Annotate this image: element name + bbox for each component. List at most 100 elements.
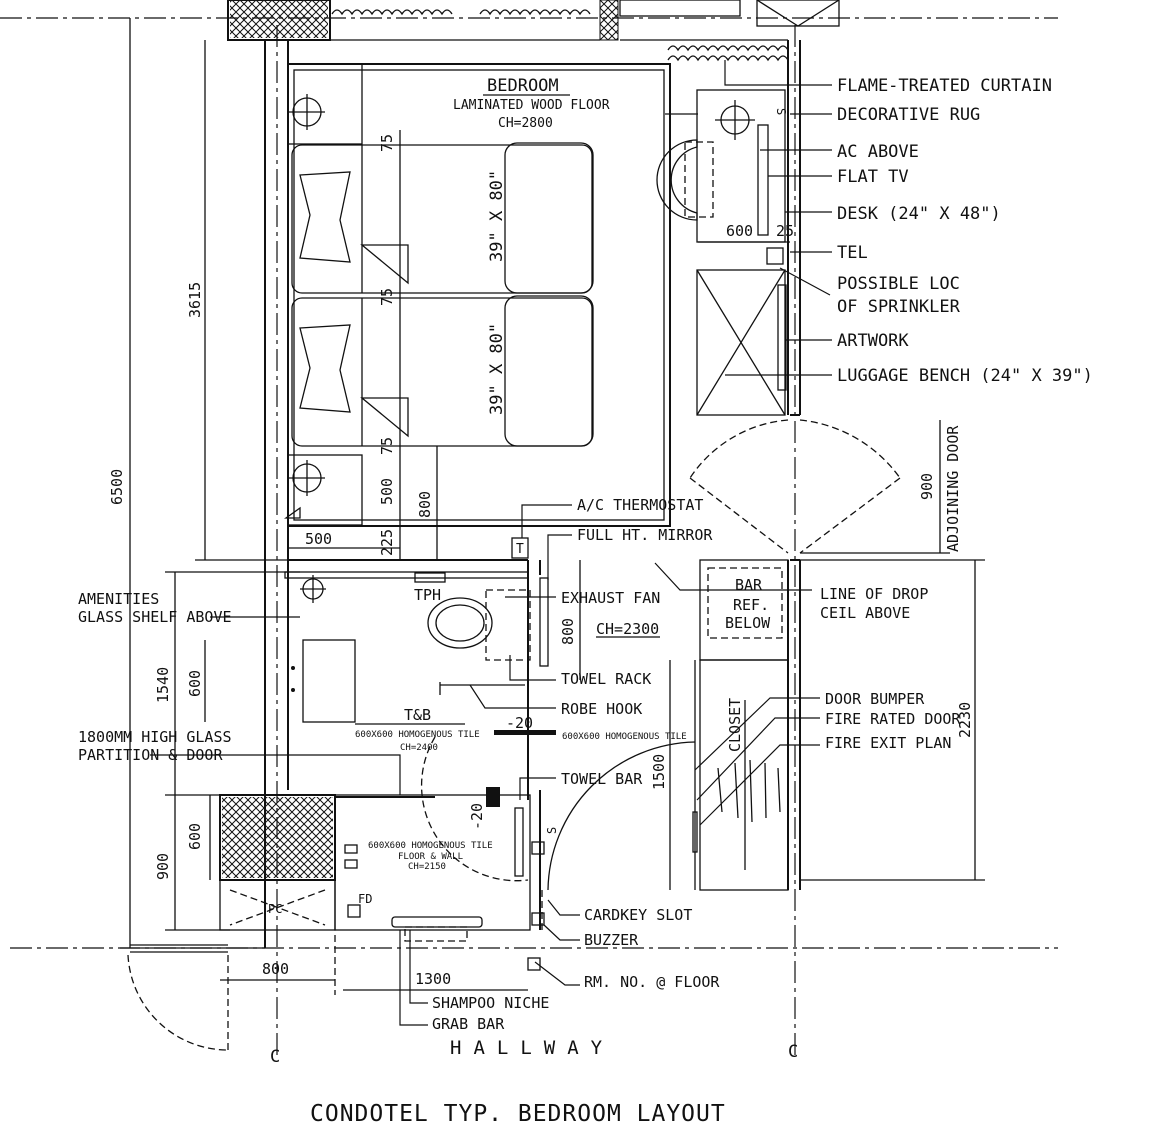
label-desk: DESK (24" X 48") [837,204,1001,224]
artwork [777,284,787,391]
dim-1540: 1540 [154,667,172,703]
vanity-sink [302,639,356,723]
dim-2230: 2230 [956,702,974,738]
shower-ceiling-height: CH=2150 [408,862,446,872]
bath-tile-note: 600X600 HOMOGENOUS TILE [355,730,480,740]
dim-600-shower: 600 [186,823,204,850]
pc-label: PC [268,902,282,916]
dim-600-desk: 600 [726,222,753,240]
label-cardkey-slot: CARDKEY SLOT [584,906,692,924]
label-artwork: ARTWORK [837,331,909,351]
label-ac-thermostat: A/C THERMOSTAT [577,496,703,514]
adjoining-door [689,419,901,554]
bar-label: BAR [735,576,763,594]
dim-800-vertical: 800 [416,491,434,518]
dim-3615: 3615 [186,282,204,318]
bed-2-size: 39" X 80" [487,323,507,415]
drawing-title: CONDOTEL TYP. BEDROOM LAYOUT [310,1101,726,1127]
label-tel: TEL [837,243,868,263]
svg-text:C: C [270,1047,280,1067]
label-grab-bar: GRAB BAR [432,1015,505,1033]
label-ac-above: AC ABOVE [837,142,919,162]
label-line-of-drop: LINE OF DROP [820,585,928,603]
annotations-center: A/C THERMOSTAT FULL HT. MIRROR EXHAUST F… [414,496,720,1033]
dim-25: 25 [776,222,794,240]
dim-1300: 1300 [415,970,451,988]
dim-225: 225 [378,529,396,556]
bed-1: 39" X 80" [291,142,594,294]
label-rm-no-floor: RM. NO. @ FLOOR [584,973,720,991]
corridor-tile-note: 600X600 HOMOGENOUS TILE [562,732,687,742]
bedroom-area: BEDROOM LAMINATED WOOD FLOOR CH=2800 39"… [283,63,788,527]
svg-text:S: S [774,108,788,115]
label-glass-shelf-above: GLASS SHELF ABOVE [78,608,232,626]
dim-minus-20-a: -20 [506,714,533,732]
s-label: S [545,827,559,834]
bathroom-area: T PC FD 600X600 HOMOGENOUS TILE FLOOR & … [219,537,687,971]
annotations-left: AMENITIES GLASS SHELF ABOVE 1800MM HIGH … [78,590,232,764]
dim-6500: 6500 [108,469,126,505]
dim-75-c: 75 [378,437,396,455]
svg-text:C: C [788,1042,798,1062]
bedroom-ceiling-height: CH=2800 [498,116,553,131]
dim-75-a: 75 [378,134,396,152]
label-full-ht-mirror: FULL HT. MIRROR [577,526,713,544]
bed-1-size: 39" X 80" [487,170,507,262]
label-towel-rack: TOWEL RACK [561,670,651,688]
desk [696,89,786,243]
flat-tv [757,124,769,236]
full-height-mirror [539,577,549,667]
dim-minus-20-b: -20 [468,803,486,830]
dimension-texts: 6500 3615 75 75 75 500 800 500 225 600 2… [108,134,974,988]
label-flame-treated-curtain: FLAME-TREATED CURTAIN [837,76,1052,96]
nightstand-top [287,63,363,145]
label-partition-door: PARTITION & DOOR [78,746,223,764]
label-tph: TPH [414,586,441,604]
dim-900-shower: 900 [154,853,172,880]
bath-ceiling-height: CH=2400 [400,743,438,753]
bar-closet-area: BAR REF. BELOW CLOSET [541,559,789,930]
hallway-label: HALLWAY [450,1037,614,1059]
label-buzzer: BUZZER [584,931,639,949]
bath-title: T&B [404,706,431,724]
dim-500-horizontal: 500 [305,530,332,548]
floor-drain-label: FD [358,892,372,906]
label-adjoining-door: ADJOINING DOOR [944,425,962,552]
grid-bubbles: C C [270,1042,798,1067]
dim-900-door: 900 [918,473,936,500]
dimension-lines [120,18,985,991]
label-flat-tv: FLAT TV [837,167,909,187]
label-decorative-rug: DECORATIVE RUG [837,105,980,125]
label-amenities: AMENITIES [78,590,159,608]
bedroom-floor-note: LAMINATED WOOD FLOOR [453,98,610,113]
leader-lines [150,60,832,1026]
dim-1500: 1500 [650,754,668,790]
label-door-bumper: DOOR BUMPER [825,690,925,708]
bed-2: 39" X 80" [291,295,594,447]
exterior-walls [227,0,840,948]
dim-600-sink: 600 [186,670,204,697]
dim-800-shower: 800 [262,960,289,978]
luggage-bench [696,269,786,416]
annotations-right: FLAME-TREATED CURTAIN DECORATIVE RUG AC … [820,76,1093,752]
label-towel-bar: TOWEL BAR [561,770,643,788]
dim-800-mirror: 800 [559,618,577,645]
dim-75-b: 75 [378,288,396,306]
entry-swing [127,935,336,1051]
label-exhaust-fan: EXHAUST FAN [561,589,660,607]
ref-label: REF. [733,596,769,614]
grab-bar [391,916,483,928]
label-ceil-above: CEIL ABOVE [820,604,910,622]
label-shampoo-niche: SHAMPOO NICHE [432,994,549,1012]
shower-tile-note-2: FLOOR & WALL [398,852,463,862]
label-possible-loc: POSSIBLE LOC [837,274,960,294]
ceiling-height-2300: CH=2300 [596,620,659,638]
dim-500-vertical: 500 [378,478,396,505]
bedroom-title: BEDROOM [487,76,559,96]
nightstand-bottom [287,454,363,526]
closet-label: CLOSET [726,698,744,752]
label-luggage-bench: LUGGAGE BENCH (24" X 39") [837,366,1093,386]
label-fire-exit-plan: FIRE EXIT PLAN [825,734,951,752]
thermostat-symbol: T [516,542,524,557]
